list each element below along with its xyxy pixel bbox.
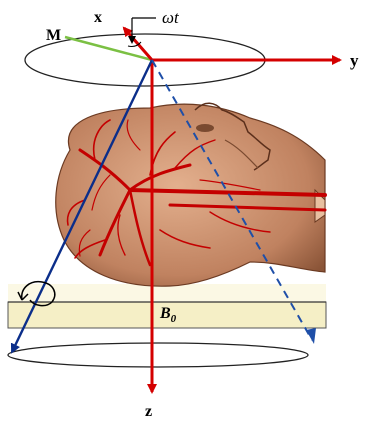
label-m: M [46,27,61,44]
m-projection-line [65,37,152,60]
label-z: z [145,403,152,420]
label-y: y [350,51,359,70]
label-b0-main: B [159,305,171,322]
dashed-vector-arrowhead [306,328,316,344]
label-x: x [94,9,102,26]
label-b0-subscript: 0 [171,313,177,325]
label-omega-t: ωt [162,8,180,27]
head-illustration [56,103,325,286]
omega-t-angle-marker [128,18,156,47]
bottom-precession-ellipse [8,343,308,367]
